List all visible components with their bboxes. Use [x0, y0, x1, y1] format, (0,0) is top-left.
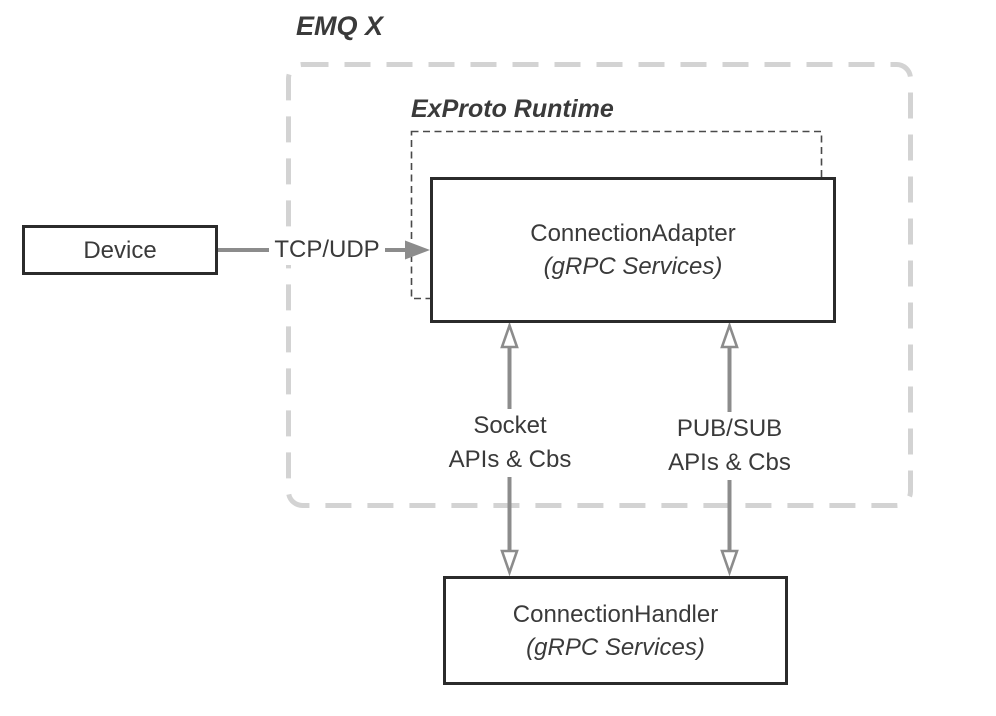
tcp-udp-arrowhead-icon	[405, 240, 430, 260]
emqx-title: EMQ X	[296, 11, 384, 41]
socket-edge-label-line1: Socket	[473, 412, 547, 439]
socket-arrowhead-down-icon	[500, 549, 519, 577]
device-node: Device	[22, 225, 218, 275]
connection-adapter-sublabel: (gRPC Services)	[543, 253, 723, 280]
socket-edge-label: Socket APIs & Cbs	[445, 409, 575, 477]
connection-adapter-node: ConnectionAdapter (gRPC Services)	[430, 177, 836, 323]
pubsub-edge-label-line2: APIs & Cbs	[668, 449, 791, 476]
exproto-runtime-title: ExProto Runtime	[411, 95, 614, 123]
emqx-boundary-dashed-box	[286, 62, 913, 508]
connection-handler-label: ConnectionHandler	[512, 600, 719, 628]
pubsub-edge-label-line1: PUB/SUB	[676, 415, 783, 442]
socket-arrowhead-up-icon	[500, 321, 519, 349]
pubsub-arrowhead-up-icon	[720, 321, 739, 349]
socket-edge-label-line2: APIs & Cbs	[448, 446, 572, 473]
connection-handler-node: ConnectionHandler (gRPC Services)	[443, 576, 788, 685]
connection-adapter-label: ConnectionAdapter	[530, 220, 736, 247]
pubsub-arrowhead-down-icon	[720, 549, 739, 577]
connection-handler-sublabel: (gRPC Services)	[526, 633, 705, 661]
pubsub-edge-label: PUB/SUB APIs & Cbs	[664, 412, 795, 480]
tcp-udp-edge-label: TCP/UDP	[269, 235, 385, 265]
device-node-label: Device	[83, 236, 157, 264]
